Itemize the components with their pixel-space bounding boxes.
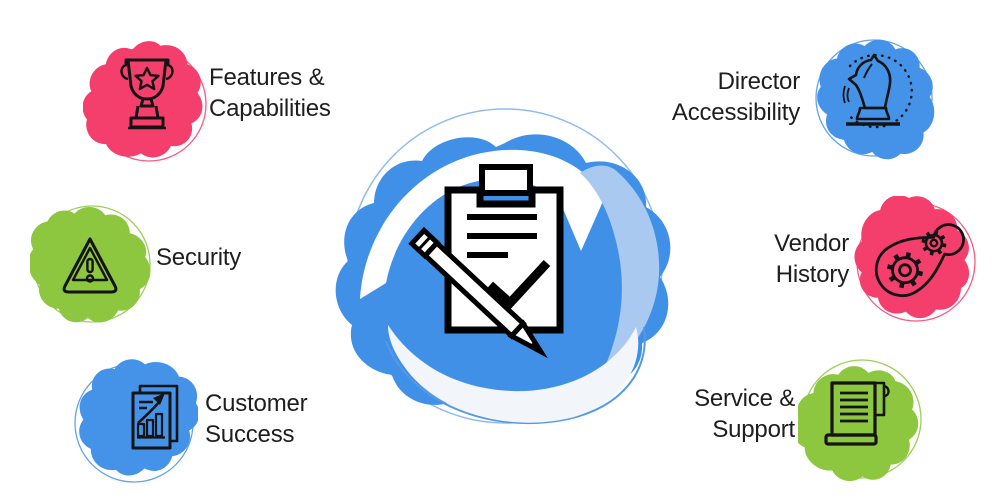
clipboard-pen-checklist-icon bbox=[335, 108, 671, 425]
node-service-support bbox=[798, 355, 926, 493]
label-line: Capabilities bbox=[209, 95, 331, 122]
label-line: Accessibility bbox=[671, 99, 800, 126]
label-line: Director bbox=[717, 68, 801, 95]
node-vendor-history bbox=[852, 196, 980, 334]
label-line: Customer bbox=[205, 390, 308, 417]
chess-knight-icon bbox=[815, 39, 935, 160]
node-customer-success bbox=[70, 355, 198, 493]
node-label: Director Accessibility bbox=[672, 66, 800, 128]
node-security bbox=[30, 200, 158, 338]
label-line: Security bbox=[156, 244, 242, 271]
label-line: History bbox=[775, 261, 849, 288]
node-label: Security bbox=[156, 242, 241, 273]
node-label: Service & Support bbox=[694, 383, 795, 445]
warning-triangle-icon bbox=[30, 205, 151, 323]
node-features-capabilities bbox=[83, 30, 211, 168]
node-director-accessibility bbox=[808, 30, 936, 168]
gears-belt-icon bbox=[854, 196, 976, 322]
label-line: Vendor bbox=[774, 230, 849, 257]
label-line: Support bbox=[712, 416, 795, 443]
scroll-document-icon bbox=[798, 359, 922, 481]
node-label: Features & Capabilities bbox=[209, 62, 331, 124]
node-label: Customer Success bbox=[205, 388, 308, 450]
growth-chart-document-icon bbox=[74, 359, 198, 483]
label-line: Features & bbox=[209, 64, 325, 91]
label-line: Success bbox=[205, 421, 295, 448]
center-graphic bbox=[330, 103, 680, 433]
label-line: Service & bbox=[694, 385, 795, 412]
node-label: Vendor History bbox=[774, 228, 849, 290]
trophy-icon bbox=[83, 41, 207, 162]
